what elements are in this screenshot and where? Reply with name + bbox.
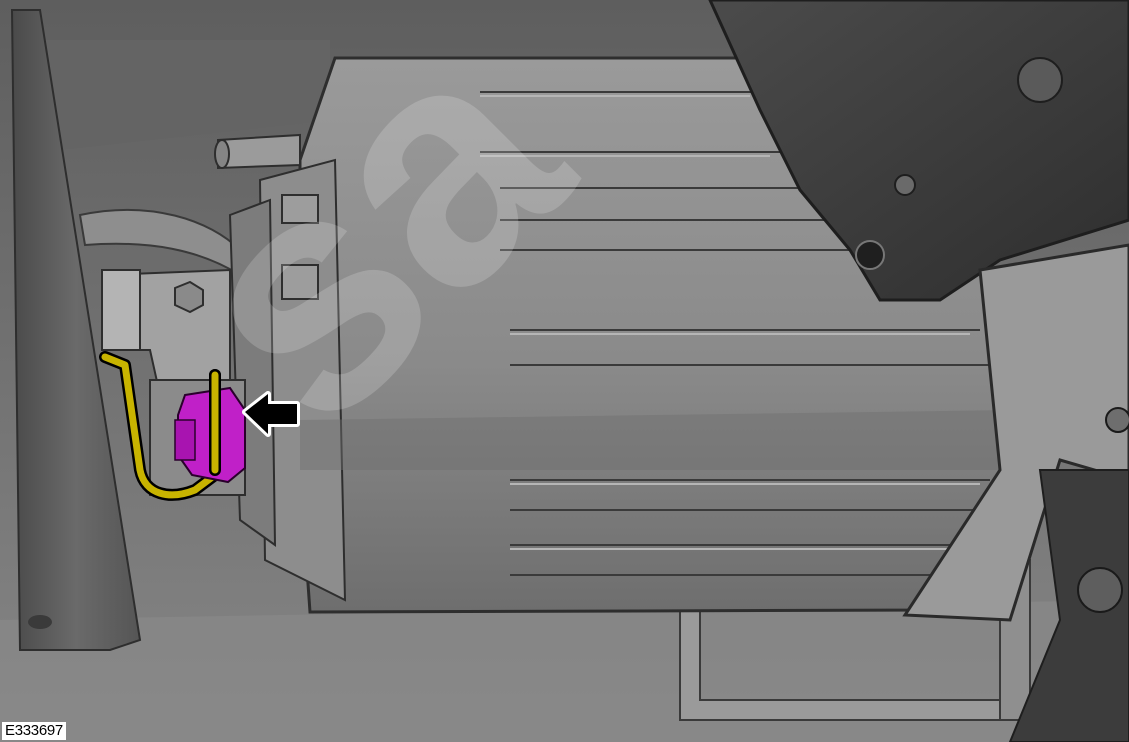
arrow-left-icon: [242, 391, 300, 437]
canister-shadow-band: [300, 410, 1010, 470]
support-bolt-upper: [1105, 407, 1129, 433]
vent-port-end: [214, 139, 230, 169]
floor-channel: [40, 40, 330, 150]
right-strap: [902, 243, 1129, 622]
canister-rib-highlights: [480, 95, 980, 550]
left-rail: [10, 9, 142, 651]
flange-clip-upper: [281, 194, 319, 224]
bracket-bolt-small: [894, 174, 916, 196]
valve-inlet: [101, 269, 141, 351]
bracket-hole: [855, 240, 885, 270]
right-support: [1008, 469, 1129, 742]
canister-ribs: [480, 91, 990, 576]
figure-id-label: E333697: [2, 722, 66, 740]
valve-bolt: [174, 280, 204, 314]
rail-hole: [28, 615, 52, 629]
support-bolt: [1077, 567, 1123, 613]
vapor-line-fill: [101, 353, 219, 499]
bracket-bolt: [1017, 57, 1063, 103]
flange-clip-lower: [281, 264, 319, 300]
connector-latch: [174, 419, 196, 461]
